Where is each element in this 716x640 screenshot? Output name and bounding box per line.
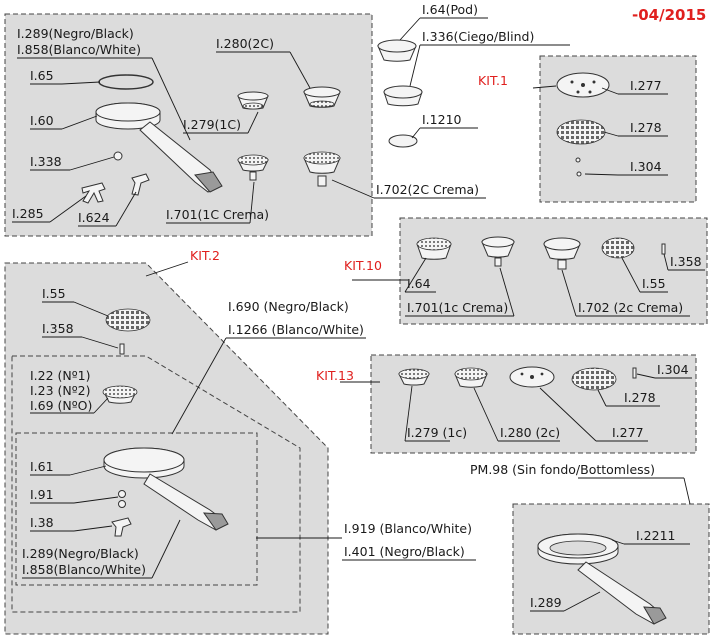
kit13-shower-plate-drawing bbox=[509, 366, 555, 388]
panel-kit10 bbox=[399, 217, 708, 325]
label-kit13-i304: I.304 bbox=[657, 362, 689, 377]
kit13-screw-drawing bbox=[632, 367, 637, 379]
label-kit1-i304: I.304 bbox=[630, 159, 662, 174]
label-kit10-i55: I.55 bbox=[642, 276, 666, 291]
crema-basket-2c-drawing bbox=[303, 151, 341, 187]
label-kit2-i289: I.289(Negro/Black) bbox=[22, 546, 139, 561]
date-label: -04/2015 bbox=[632, 6, 706, 24]
kit13-basket-2c-drawing bbox=[454, 367, 488, 388]
label-kit13-i278: I.278 bbox=[624, 390, 656, 405]
label-i1266-code: I.1266 bbox=[228, 322, 268, 337]
label-i289-black: I.289(Negro/Black) bbox=[17, 26, 134, 41]
kit2-spout-drawing bbox=[111, 517, 132, 537]
label-pm-i2211: I.2211 bbox=[636, 528, 675, 543]
label-i1210: I.1210 bbox=[422, 112, 462, 127]
label-i64-pod: I.64(Pod) bbox=[422, 2, 478, 17]
label-kit1-i277: I.277 bbox=[630, 78, 662, 93]
kit13-basket-1c-drawing bbox=[398, 368, 430, 386]
filter-basket-1c-drawing bbox=[237, 91, 269, 110]
label-i65: I.65 bbox=[30, 68, 54, 83]
label-pm-i289: I.289 bbox=[530, 595, 562, 610]
label-kit2-i358: I.358 bbox=[42, 321, 74, 336]
leader-lines bbox=[12, 17, 705, 612]
label-kit2-i38: I.38 bbox=[30, 515, 54, 530]
kit1-screw-drawing bbox=[575, 157, 582, 177]
kit2-spring-drawing bbox=[118, 490, 126, 498]
panel-portafilter-parts bbox=[4, 13, 373, 237]
label-kit2-i91: I.91 bbox=[30, 487, 54, 502]
label-i401-suffix: (Negro/Black) bbox=[376, 544, 465, 559]
label-i1266-suffix: (Blanco/White) bbox=[267, 322, 363, 337]
label-i690-suffix: (Negro/Black) bbox=[260, 299, 349, 314]
label-kit2-i55: I.55 bbox=[42, 286, 66, 301]
pod-basket-drawing bbox=[377, 39, 417, 62]
label-i60: I.60 bbox=[30, 113, 54, 128]
label-i919: I.919 (Blanco/White) bbox=[344, 521, 472, 536]
label-i919-code: I.919 bbox=[344, 521, 376, 536]
panel-pm98 bbox=[512, 503, 710, 635]
label-kit10-i702: I.702 (2c Crema) bbox=[578, 300, 683, 315]
filter-basket-2c-drawing bbox=[303, 86, 341, 108]
label-kit13-i277: I.277 bbox=[612, 425, 644, 440]
label-i336-blind: I.336(Ciego/Blind) bbox=[422, 29, 534, 44]
kit1-shower-plate-drawing bbox=[556, 72, 610, 98]
label-kit1: KIT.1 bbox=[478, 73, 508, 88]
label-kit13: KIT.13 bbox=[316, 368, 354, 383]
label-i280-2c: I.280(2C) bbox=[216, 36, 274, 51]
kit10-crema-1c-drawing bbox=[481, 236, 515, 267]
kit2-screen-drawing bbox=[105, 308, 151, 332]
panel-kit2-inner-2 bbox=[15, 432, 258, 586]
label-kit13-i280: I.280 (2c) bbox=[500, 425, 560, 440]
disc-drawing bbox=[388, 134, 418, 148]
label-i279-1c: I.279(1C) bbox=[183, 117, 241, 132]
label-pm98-code: PM.98 bbox=[470, 462, 508, 477]
label-i624: I.624 bbox=[78, 210, 110, 225]
blind-basket-drawing bbox=[383, 85, 423, 107]
kit13-screen-drawing bbox=[571, 367, 617, 391]
kit1-screen-drawing bbox=[556, 119, 606, 145]
label-kit2-i23: I.23 (Nº2) bbox=[30, 383, 91, 398]
label-i401: I.401 (Negro/Black) bbox=[344, 544, 465, 559]
label-i690-code: I.690 bbox=[228, 299, 260, 314]
spout-single-drawing bbox=[131, 173, 150, 196]
label-i690: I.690 (Negro/Black) bbox=[228, 299, 349, 314]
crema-basket-1c-drawing bbox=[237, 154, 269, 181]
label-kit2-i61: I.61 bbox=[30, 459, 54, 474]
label-i401-code: I.401 bbox=[344, 544, 376, 559]
label-i285: I.285 bbox=[12, 206, 44, 221]
label-i701-1c: I.701(1C Crema) bbox=[166, 207, 269, 222]
label-kit2-i69: I.69 (NºO) bbox=[30, 398, 92, 413]
label-kit2-i858: I.858(Blanco/White) bbox=[22, 562, 146, 577]
label-i858-white: I.858(Blanco/White) bbox=[17, 42, 141, 57]
kit10-screen-drawing bbox=[601, 237, 635, 259]
kit2-portafilter-drawing bbox=[103, 447, 229, 531]
spout-double-drawing bbox=[81, 182, 106, 204]
label-kit2-i22: I.22 (Nº1) bbox=[30, 368, 91, 383]
label-pm98-suffix: (Sin fondo/Bottomless) bbox=[508, 462, 655, 477]
kit10-screw-drawing bbox=[661, 243, 666, 255]
kit2-ball-drawing bbox=[118, 500, 126, 508]
label-kit13-i279: I.279 (1c) bbox=[407, 425, 467, 440]
label-kit10-i358: I.358 bbox=[670, 254, 702, 269]
label-i1266: I.1266 (Blanco/White) bbox=[228, 322, 364, 337]
label-i338: I.338 bbox=[30, 154, 62, 169]
kit2-filter-basket-drawing bbox=[102, 385, 138, 404]
label-kit2: KIT.2 bbox=[190, 248, 220, 263]
kit10-crema-2c-drawing bbox=[543, 237, 581, 270]
label-i702-2c: I.702(2C Crema) bbox=[376, 182, 479, 197]
label-pm98: PM.98 (Sin fondo/Bottomless) bbox=[470, 462, 655, 477]
spring-drawing bbox=[113, 151, 123, 161]
label-i919-suffix: (Blanco/White) bbox=[376, 521, 472, 536]
label-kit1-i278: I.278 bbox=[630, 120, 662, 135]
bottomless-portafilter-drawing bbox=[537, 533, 667, 625]
kit10-pod-basket-drawing bbox=[416, 237, 452, 260]
panel-kit2-inner-1 bbox=[11, 355, 301, 613]
label-kit10-i64: I.64 bbox=[407, 276, 431, 291]
label-kit10: KIT.10 bbox=[344, 258, 382, 273]
label-kit10-i701: I.701(1c Crema) bbox=[407, 300, 508, 315]
kit2-screw-drawing bbox=[119, 343, 125, 355]
portafilter-drawing bbox=[95, 102, 223, 193]
